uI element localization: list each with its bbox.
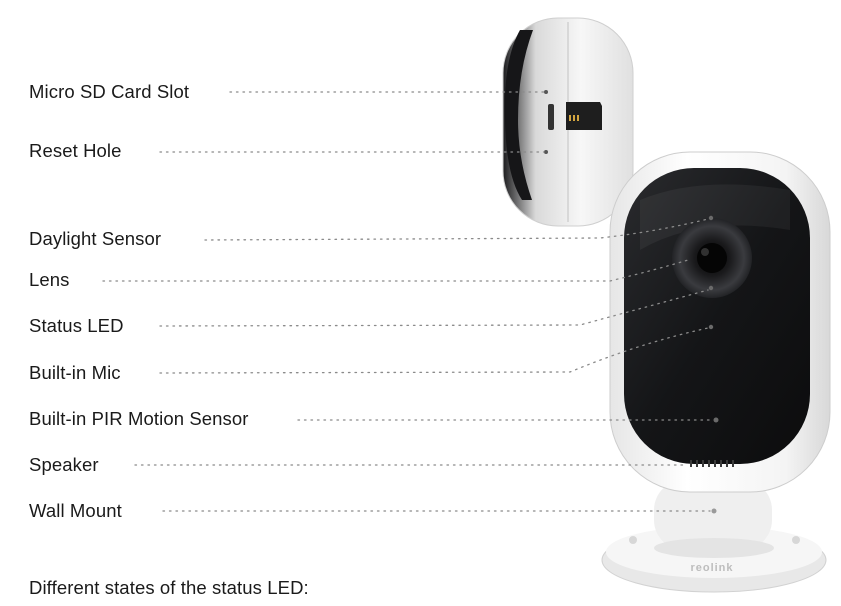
- leader-mic: [159, 327, 709, 374]
- leader-lines: [102, 91, 714, 512]
- label-pir-motion-sensor: Built-in PIR Motion Sensor: [29, 408, 249, 429]
- label-micro-sd-card-slot: Micro SD Card Slot: [29, 81, 190, 102]
- label-reset-hole: Reset Hole: [29, 140, 122, 161]
- label-built-in-mic: Built-in Mic: [29, 362, 121, 383]
- camera-front-view: reolink: [601, 151, 831, 593]
- label-speaker: Speaker: [29, 454, 99, 475]
- footer-status-led-states: Different states of the status LED:: [29, 577, 309, 598]
- micro-sd-card-icon: [566, 102, 602, 130]
- label-daylight-sensor: Daylight Sensor: [29, 228, 162, 249]
- leader-daylight: [204, 218, 709, 241]
- label-lens: Lens: [29, 269, 70, 290]
- leader-lens: [102, 259, 689, 282]
- camera-side-view: [502, 17, 634, 227]
- label-status-led: Status LED: [29, 315, 124, 336]
- label-wall-mount: Wall Mount: [29, 500, 122, 521]
- brand-logo: reolink: [690, 562, 733, 574]
